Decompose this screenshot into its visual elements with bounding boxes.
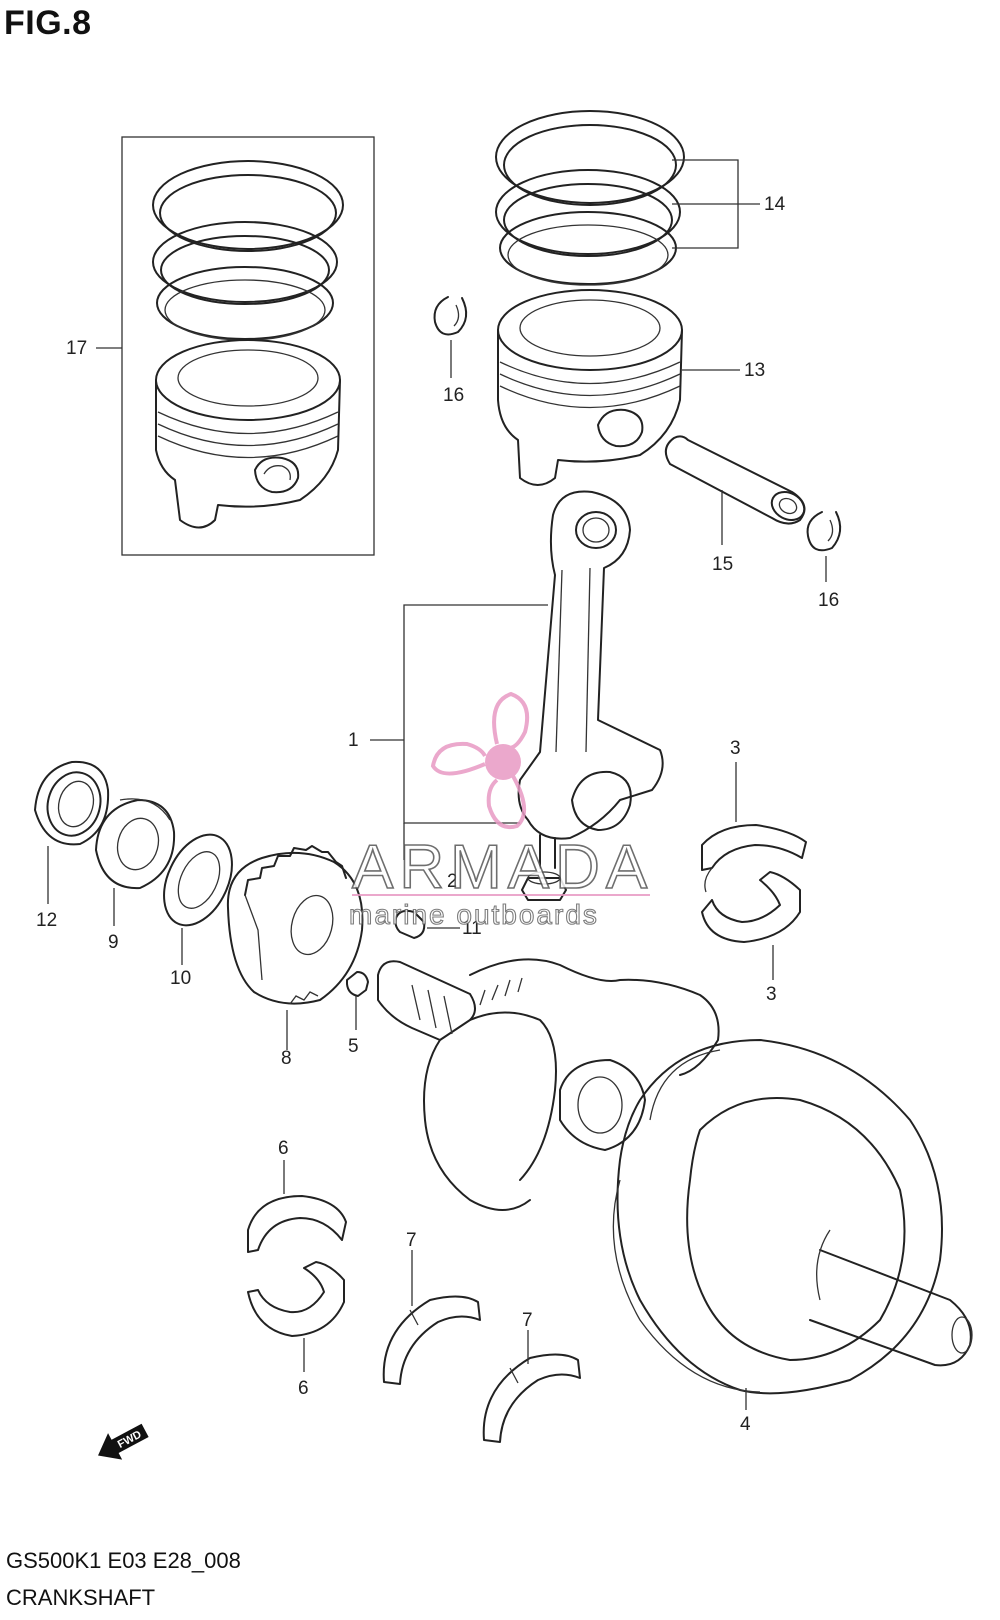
watermark-brand: ARMADA <box>352 833 653 902</box>
callout-2: 2 <box>447 871 458 892</box>
figure-title: FIG.8 <box>4 4 92 42</box>
balancer-drive-gear-8 <box>226 845 364 1050</box>
callout-16-upper: 16 <box>443 385 464 406</box>
piston-set-17 <box>121 136 375 556</box>
callout-7-left: 7 <box>406 1230 417 1251</box>
section-name: CRANKSHAFT <box>6 1585 156 1610</box>
pin-5 <box>346 971 369 1030</box>
propeller-icon <box>430 691 530 829</box>
watermark-tagline: marine outboards <box>349 899 599 930</box>
connecting-rod-1 <box>370 490 664 869</box>
callout-4: 4 <box>740 1414 751 1435</box>
callout-8: 8 <box>281 1048 292 1069</box>
callout-12: 12 <box>36 910 57 931</box>
callout-6-upper: 6 <box>278 1138 289 1159</box>
piston-pin-clip-16-upper <box>433 296 468 378</box>
callout-15: 15 <box>712 554 733 575</box>
piston-13 <box>497 289 740 486</box>
piston-rings-14 <box>495 110 760 286</box>
callout-13: 13 <box>744 360 765 381</box>
thrust-washer-7 <box>382 1250 581 1443</box>
piston-pin-15 <box>664 435 806 545</box>
callout-3-upper: 3 <box>730 738 741 759</box>
callout-11: 11 <box>462 918 482 939</box>
model-code: GS500K1 E03 E28_008 <box>6 1548 241 1573</box>
callout-14: 14 <box>764 194 786 215</box>
crankshaft-4 <box>377 958 973 1410</box>
callout-7-right: 7 <box>522 1310 533 1331</box>
callout-5: 5 <box>348 1036 359 1057</box>
callout-1: 1 <box>348 730 359 751</box>
callout-6-lower: 6 <box>298 1378 309 1399</box>
conrod-bearing-3 <box>701 762 807 980</box>
key-11 <box>394 909 460 939</box>
piston-set-frame <box>121 136 375 556</box>
watermark-logo: ARMADA marine outboards <box>348 691 653 931</box>
piston-pin-clip-16-lower <box>806 511 842 582</box>
rod-nut-2 <box>403 823 567 901</box>
washer-10 <box>163 833 233 965</box>
fwd-direction-arrow: FWD <box>98 1423 149 1460</box>
fwd-label: FWD <box>116 1429 144 1451</box>
crank-bearing-6 <box>247 1160 347 1372</box>
callout-17: 17 <box>66 338 87 359</box>
callout-3-lower: 3 <box>766 984 777 1005</box>
oil-seal-12 <box>34 760 110 904</box>
callout-9: 9 <box>108 932 119 953</box>
callout-16-lower: 16 <box>818 590 839 611</box>
callout-10: 10 <box>170 968 191 989</box>
bearing-9 <box>95 798 176 926</box>
